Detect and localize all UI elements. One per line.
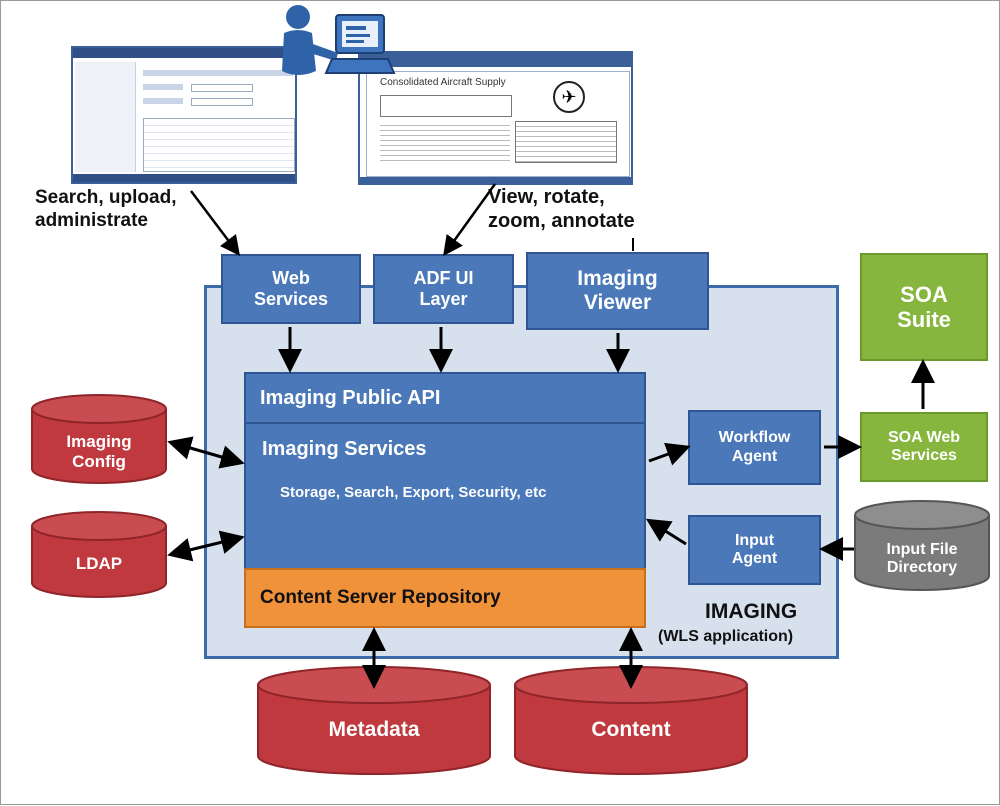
adf-ui-layer-box[interactable]: ADF UI Layer [373,254,514,324]
ldap-services-arrow [167,530,245,562]
imaging-services-title: Imaging Services [262,438,427,460]
imaging-viewer-box[interactable]: Imaging Viewer [526,252,709,330]
input-file-directory-label: Input File Directory [886,540,958,576]
metadata-cylinder [257,666,491,775]
search-upload-caption: Search, upload, administrate [35,187,177,231]
content-label: Content [591,717,671,741]
airplane-icon: ✈ [553,81,585,113]
user-computer-icon [282,5,396,75]
config-services-arrow [167,436,245,469]
metadata-label: Metadata [328,717,420,741]
imaging-title: IMAGING [705,600,798,623]
ldap-label: LDAP [75,554,123,574]
imaging-config-label: Imaging Config [66,432,132,471]
imaging-services-subtitle: Storage, Search, Export, Security, etc [280,484,547,501]
web-services-box[interactable]: Web Services [221,254,361,324]
services-to-workflow-arrow [648,442,691,466]
viewer-client-screenshot: Consolidated Aircraft Supply ✈ [358,51,633,185]
ldap-cylinder [31,511,167,598]
workflow-agent-box[interactable]: Workflow Agent [688,410,821,485]
imaging-config-cylinder [31,394,167,484]
view-rotate-caption: View, rotate, zoom, annotate [488,186,635,232]
search-client-screenshot [71,46,297,184]
soa-web-services-box[interactable]: SOA Web Services [860,412,988,482]
imaging-public-api[interactable]: Imaging Public API [246,374,644,424]
caption-to-web-services-arrow [190,190,241,256]
caption-to-adf-arrow [443,183,497,257]
imaging-subtitle: (WLS application) [658,628,794,645]
content-server-repository[interactable]: Content Server Repository [244,568,646,628]
viewer-doc-title: Consolidated Aircraft Supply [380,77,506,88]
input-file-directory-cylinder [854,500,990,591]
soa-suite-box[interactable]: SOA Suite [860,253,988,361]
input-agent-to-services-arrow [645,518,687,546]
